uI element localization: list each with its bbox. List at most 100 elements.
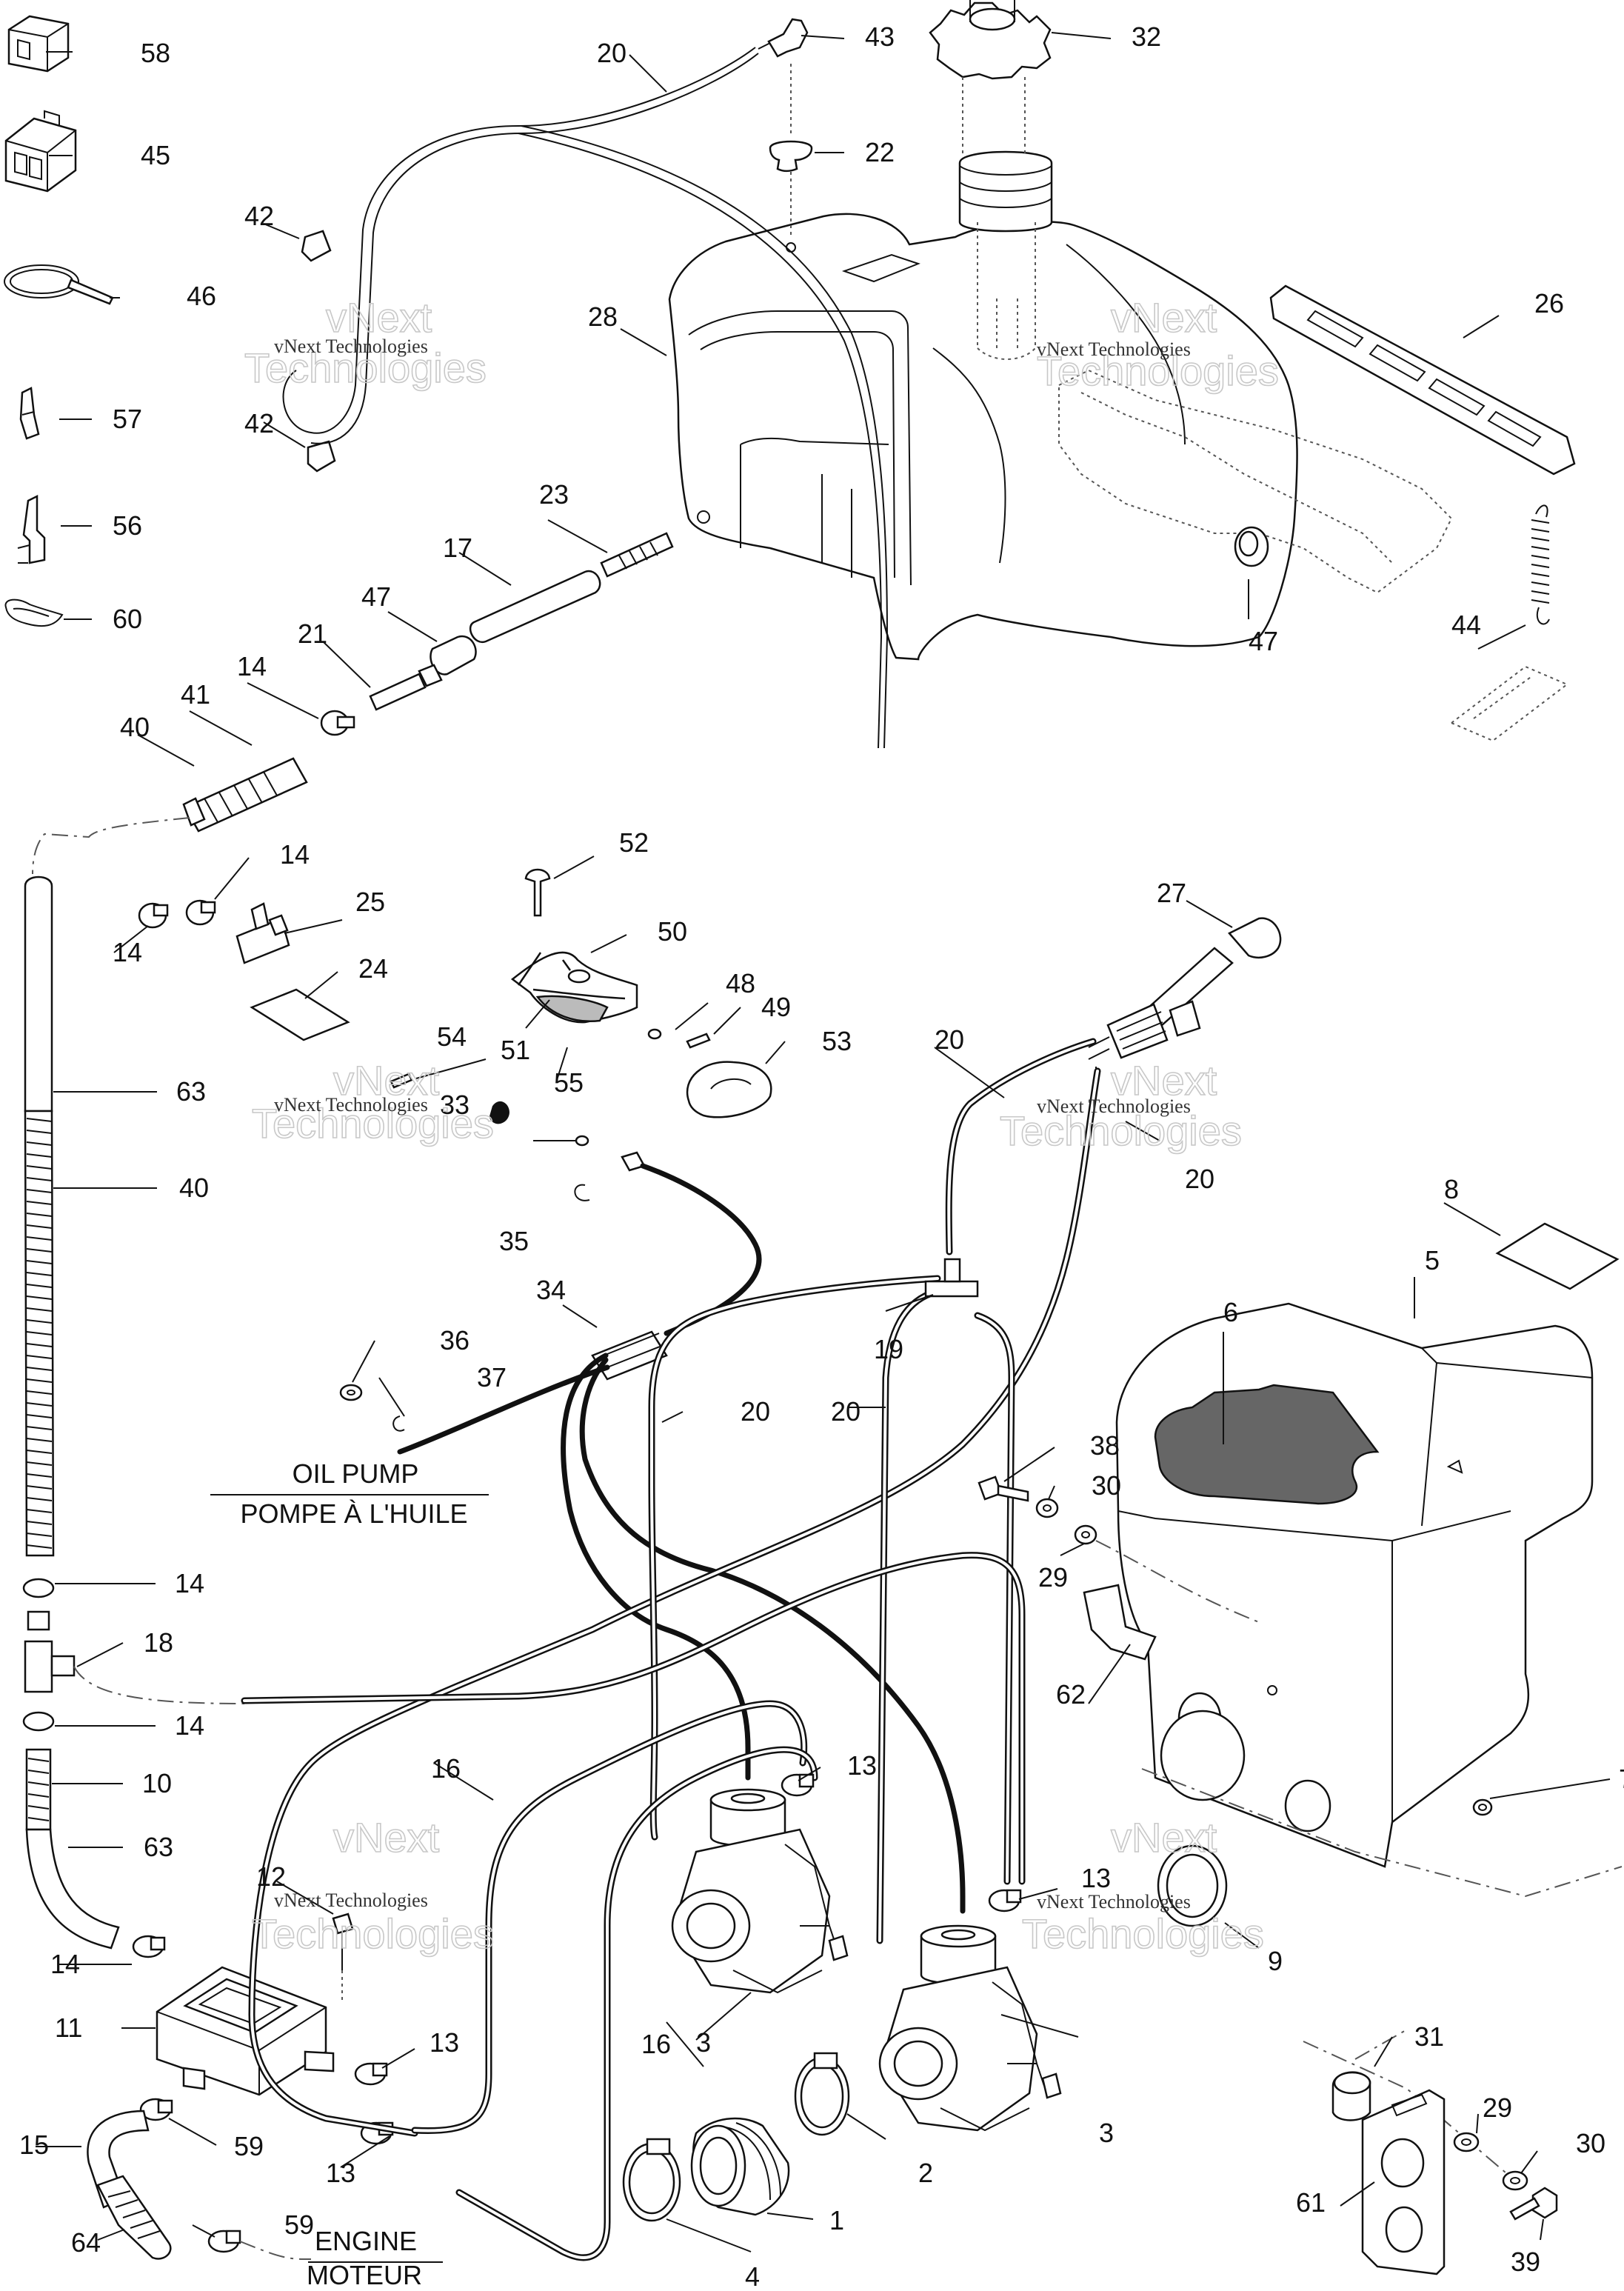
watermark-4-line2: Technologies	[1000, 1107, 1242, 1154]
callout-c14f: 14	[50, 1949, 80, 1979]
part-14-clamp-pump-in	[132, 1935, 166, 1958]
part-42-clip-lower	[307, 440, 336, 473]
part-32-filler-cap	[929, 0, 1052, 156]
callout-c20c: 20	[1185, 1164, 1214, 1194]
part-3-carburetor-left	[671, 1788, 849, 1994]
part-9-adaptor	[1157, 1844, 1228, 1927]
part-39-bolt	[1509, 2187, 1558, 2221]
part-13-clamp-carb-a	[781, 1773, 815, 1797]
part-42-clip-upper	[301, 230, 332, 262]
part-48-screw	[647, 1028, 662, 1040]
callout-c9: 9	[1268, 1946, 1283, 1976]
watermark-4: vNext Technologies vNext Technologies	[999, 1056, 1243, 1155]
part-58-connector	[7, 15, 70, 73]
callout-c41: 41	[181, 679, 210, 710]
callout-c27: 27	[1157, 878, 1186, 908]
callout-c20b: 20	[935, 1024, 964, 1055]
callout-c53: 53	[822, 1026, 852, 1056]
part-14-clamp-upper	[320, 710, 355, 736]
callout-c10: 10	[142, 1768, 172, 1798]
part-19-tee	[924, 1258, 979, 1298]
callout-c20e: 20	[831, 1396, 861, 1427]
part-40-41-fuel-line-sleeve	[182, 757, 308, 833]
callout-c57: 57	[113, 404, 142, 434]
part-52-screw	[524, 868, 551, 917]
callout-c26: 26	[1534, 288, 1564, 319]
callout-c52: 52	[619, 827, 649, 858]
part-38-bolt	[978, 1475, 1029, 1502]
callout-c18: 18	[144, 1627, 173, 1658]
part-59-clamp-a	[139, 2098, 173, 2121]
assembly-line-31	[1303, 2029, 1526, 2190]
oil-pump-caption: OIL PUMP POMPE À L'HUILE	[210, 1458, 489, 1529]
callout-c3b: 3	[1099, 2118, 1114, 2148]
callout-c44: 44	[1451, 610, 1481, 640]
routing-line-tee	[73, 1666, 245, 1704]
callout-c40b: 40	[179, 1173, 209, 1203]
watermark-1-line2: Technologies	[244, 344, 487, 391]
callout-c30b: 30	[1576, 2128, 1605, 2158]
part-18-tee	[24, 1610, 76, 1693]
callout-c40a: 40	[120, 712, 150, 742]
callout-c42a: 42	[244, 201, 274, 231]
part-43-elbow	[758, 18, 809, 58]
part-57-terminal	[19, 387, 40, 440]
part-14-clamp-left-1	[22, 1578, 55, 1598]
watermark-4-line1: vNext	[1111, 1057, 1217, 1104]
engine-caption-en: ENGINE	[315, 2226, 417, 2256]
callout-c58: 58	[141, 38, 170, 68]
tank-mount-bracket-outline	[1058, 369, 1453, 594]
engine-caption-fr: MOTEUR	[307, 2260, 422, 2287]
callout-c25: 25	[355, 887, 385, 917]
callout-c22: 22	[865, 137, 895, 167]
engine-caption: ENGINE MOTEUR	[307, 2226, 443, 2290]
watermark-3: vNext Technologies vNext Technologies	[251, 1056, 495, 1147]
callout-c6: 6	[1223, 1297, 1238, 1327]
watermark-6-line2: Technologies	[1022, 1910, 1264, 1957]
callout-c14e: 14	[175, 1710, 204, 1741]
part-21-fitting	[369, 664, 443, 711]
callout-c1: 1	[829, 2205, 844, 2235]
callout-c32: 32	[1132, 21, 1161, 52]
callout-c35: 35	[499, 1226, 529, 1256]
part-29-washer-upper	[1074, 1524, 1097, 1545]
callout-c20d: 20	[741, 1396, 770, 1427]
watermark-2-company: vNext Technologies	[1037, 339, 1191, 360]
part-60-clip	[4, 598, 64, 627]
part-62-bracket	[1083, 1584, 1157, 1661]
part-44-spring	[1531, 504, 1550, 625]
part-47-grommet	[1234, 526, 1269, 567]
callout-c8: 8	[1444, 1174, 1459, 1204]
silencer-outline-dash	[1141, 1768, 1623, 1898]
callout-c42b: 42	[244, 408, 274, 438]
part-50-54-55-throttle-housing	[510, 951, 638, 1024]
callout-c55: 55	[554, 1067, 584, 1098]
watermark-1: vNext Technologies vNext Technologies	[244, 293, 487, 392]
tank-fitting-hole	[786, 242, 796, 253]
callout-c13a: 13	[847, 1750, 877, 1781]
oil-pump-caption-en: OIL PUMP	[293, 1458, 419, 1489]
callout-c17: 17	[443, 533, 472, 563]
callout-c13d: 13	[326, 2158, 355, 2188]
callout-c4: 4	[745, 2261, 760, 2287]
assembly-line-38	[1095, 1540, 1260, 1623]
watermark-3-line2: Technologies	[252, 1100, 494, 1147]
watermark-4-company: vNext Technologies	[1037, 1096, 1191, 1117]
callout-c29a: 29	[1038, 1562, 1068, 1593]
callout-c46: 46	[187, 281, 216, 311]
watermark-1-line1: vNext	[326, 294, 432, 341]
callout-c3a: 3	[696, 2027, 711, 2058]
callout-c29b: 29	[1483, 2092, 1512, 2123]
watermark-5-line2: Technologies	[252, 1910, 494, 1957]
callout-c59a: 59	[234, 2131, 264, 2161]
callout-c12: 12	[256, 1861, 286, 1892]
part-26-support	[1269, 284, 1576, 476]
watermark-3-line1: vNext	[333, 1057, 440, 1104]
callout-c19: 19	[874, 1334, 903, 1364]
callout-c63a: 63	[176, 1076, 206, 1107]
part-11-fuel-pump	[156, 1966, 335, 2096]
callout-c20a: 20	[597, 38, 626, 68]
part-13-clamp-pump-a	[354, 2062, 388, 2086]
part-30-washer-upper	[1035, 1498, 1059, 1518]
